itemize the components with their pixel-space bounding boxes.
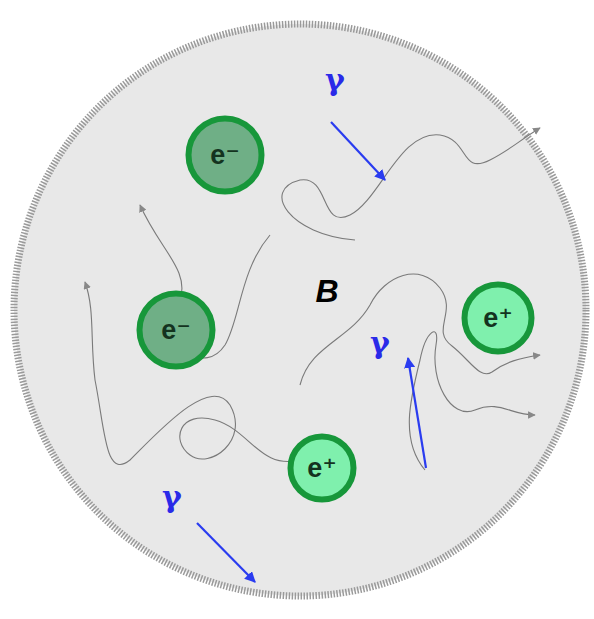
particle-label: e⁻ — [161, 314, 190, 346]
particle-circle: e⁻ — [136, 290, 216, 370]
trajectory — [300, 274, 540, 385]
trajectory — [409, 332, 535, 470]
photon-arrow — [408, 358, 426, 468]
photon-symbol: γ — [162, 482, 182, 512]
photon-arrow — [197, 523, 255, 582]
particle-outline — [140, 294, 213, 367]
photon-symbol: γ — [370, 328, 390, 358]
particle-outline — [189, 119, 262, 192]
trajectory — [282, 128, 540, 240]
particle-circle: e⁻ — [185, 115, 265, 195]
field-symbol: B — [315, 275, 338, 307]
particle-circle: e⁺ — [461, 281, 535, 355]
photon-arrow — [331, 122, 385, 180]
particle-circle: e⁺ — [287, 433, 357, 503]
particle-outline — [465, 285, 532, 352]
particle-trajectories — [85, 128, 540, 470]
particle-label: e⁻ — [210, 139, 239, 171]
particle-label: e⁺ — [307, 452, 336, 484]
plasma-region — [14, 24, 586, 596]
photon-symbol: γ — [325, 65, 345, 95]
trajectory — [85, 282, 300, 465]
particle-label: e⁺ — [483, 302, 512, 334]
particle-outline — [291, 437, 354, 500]
